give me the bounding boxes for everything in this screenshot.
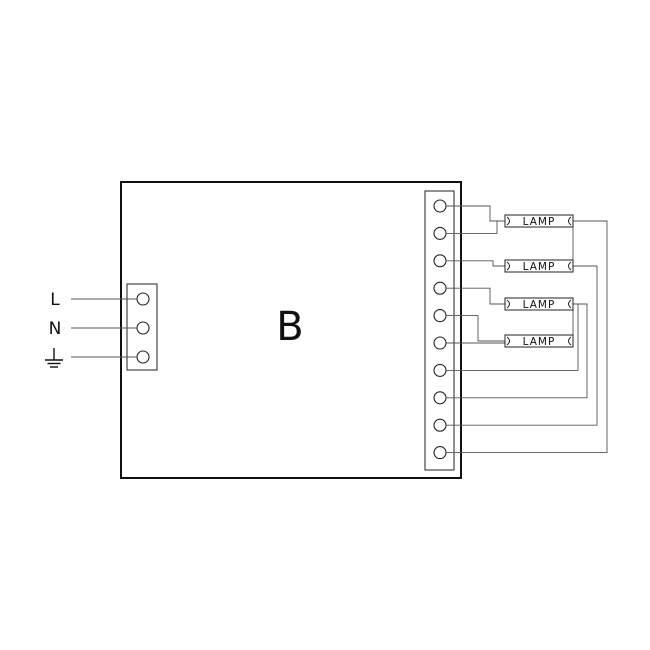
input-terminal-n — [136, 321, 150, 335]
output-terminal-4 — [433, 281, 447, 295]
wire-t2-lamp1 — [446, 220, 505, 234]
lamp-cap-right — [568, 216, 572, 226]
input-label-n: N — [49, 319, 62, 339]
lamp-1: LAMP — [504, 214, 574, 228]
output-terminal-7 — [433, 363, 447, 377]
lamp-label: LAMP — [523, 336, 556, 348]
lamp-cap-left — [506, 336, 510, 346]
output-terminal-3 — [433, 254, 447, 268]
wire-t5-lamp4 — [446, 315, 505, 342]
lamp-3: LAMP — [504, 297, 574, 311]
output-wiring — [446, 205, 608, 454]
lamp-tube — [504, 297, 574, 311]
output-terminal-6 — [433, 336, 447, 350]
wire-t3-lamp2 — [446, 260, 505, 267]
lamp-label: LAMP — [523, 299, 556, 311]
output-terminal-2 — [433, 226, 447, 240]
output-terminal-9 — [433, 418, 447, 432]
lamp-cap-right — [568, 299, 572, 309]
wire-t10-lamp1 — [446, 220, 608, 454]
output-terminal-5 — [433, 309, 447, 323]
lamp-label: LAMP — [523, 216, 556, 228]
lamp-cap-right — [568, 261, 572, 271]
input-terminal-ground — [136, 350, 150, 364]
lamp-cap-left — [506, 261, 510, 271]
lamp-tube — [504, 259, 574, 273]
output-terminal-8 — [433, 391, 447, 405]
wire-t4-lamp3 — [446, 287, 505, 305]
lamp-tube — [504, 214, 574, 228]
lamp-cap-left — [506, 216, 510, 226]
lamp-cap-right — [568, 336, 572, 346]
lamp-label: LAMP — [523, 261, 556, 273]
ground-icon — [45, 348, 63, 368]
lamp-4: LAMP — [504, 334, 574, 348]
output-terminals — [433, 199, 447, 460]
lamp-2: LAMP — [504, 259, 574, 273]
output-terminal-1 — [433, 199, 447, 213]
lamps: LAMP LAMP LAMP LAMP — [504, 214, 574, 348]
output-terminal-10 — [433, 446, 447, 460]
lamp-cap-left — [506, 299, 510, 309]
ballast-box — [120, 181, 462, 479]
wire-t9-lamp2 — [446, 265, 598, 426]
lamp-tube — [504, 334, 574, 348]
wire-t8-lamp3 — [446, 303, 588, 399]
ballast-label: B — [276, 304, 303, 350]
input-terminal-l — [136, 292, 150, 306]
input-label-l: L — [50, 290, 60, 310]
